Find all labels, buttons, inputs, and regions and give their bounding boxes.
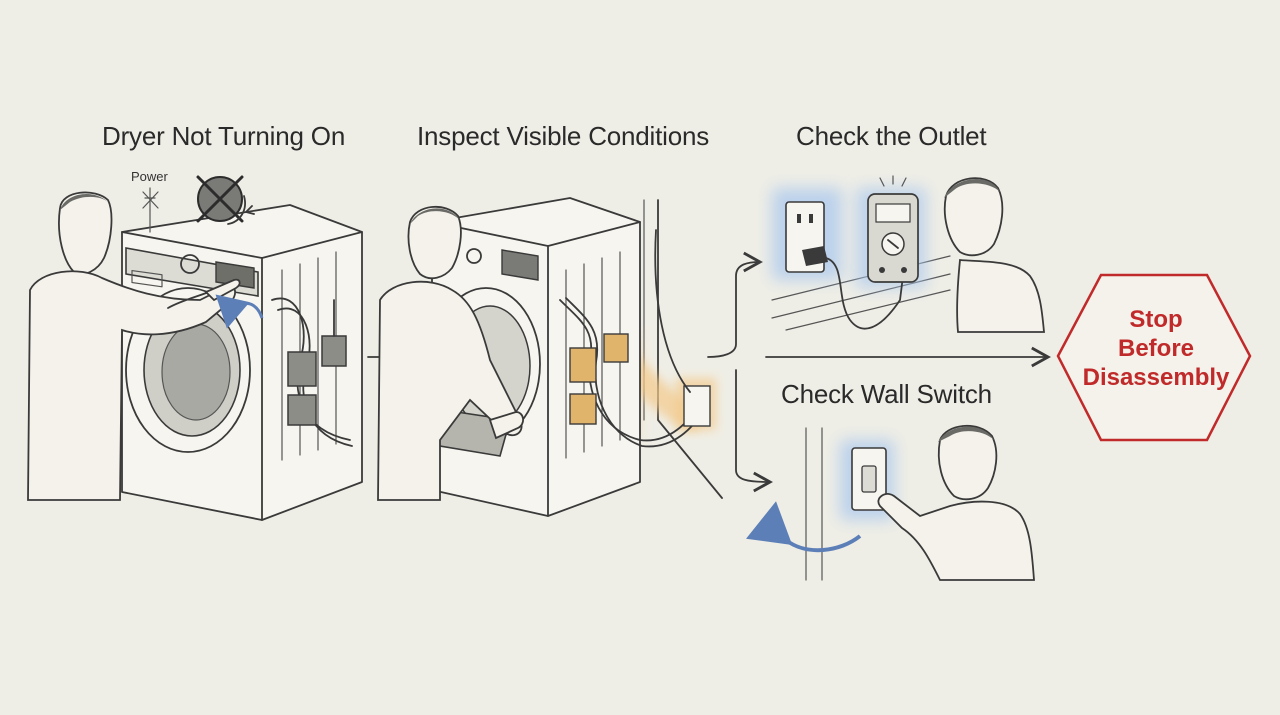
stop-line-2: Before (1117, 335, 1195, 362)
panel-check-the-outlet (771, 175, 1045, 333)
step-title-inspect-visible-conditions: Inspect Visible Conditions (417, 121, 710, 151)
panel-inspect-visible-conditions (377, 197, 723, 517)
outlet-icon (785, 201, 905, 330)
dryer-1 (121, 204, 363, 521)
connector (569, 393, 597, 425)
display-window (501, 249, 539, 281)
connector (603, 333, 629, 363)
curved-arrow-icon (215, 294, 264, 329)
step-title-check-wall-switch: Check Wall Switch (781, 379, 992, 409)
panel-check-wall-switch (746, 424, 1035, 581)
no-power-icon (142, 187, 159, 233)
power-off-icon (196, 175, 255, 225)
branch-arrows (707, 251, 1051, 493)
connector (569, 347, 597, 383)
person-4 (877, 424, 1035, 581)
connector (287, 394, 317, 426)
display-window (215, 261, 255, 289)
connector (287, 351, 317, 387)
stop-line-1: Stop (1129, 306, 1183, 333)
person-3 (943, 177, 1045, 333)
stop-sign-text: Stop Before Disassembly (1062, 305, 1250, 392)
curved-arrow-icon (746, 501, 862, 553)
multimeter-icon (867, 175, 919, 283)
wall-switch-icon (851, 447, 887, 511)
panel-dryer-not-turning-on (27, 175, 363, 521)
step-title-check-the-outlet: Check the Outlet (796, 121, 987, 151)
stop-line-3: Disassembly (1082, 364, 1230, 391)
person-2 (377, 205, 524, 501)
step-title-dryer-not-turning-on: Dryer Not Turning On (102, 121, 346, 151)
person-1 (27, 191, 241, 501)
outlet-icon (683, 385, 711, 427)
dial-knob (180, 254, 200, 274)
dial-knob (466, 248, 482, 264)
connector (321, 335, 347, 367)
stop-before-disassembly-sign (1056, 273, 1252, 442)
power-label: Power (131, 169, 168, 184)
